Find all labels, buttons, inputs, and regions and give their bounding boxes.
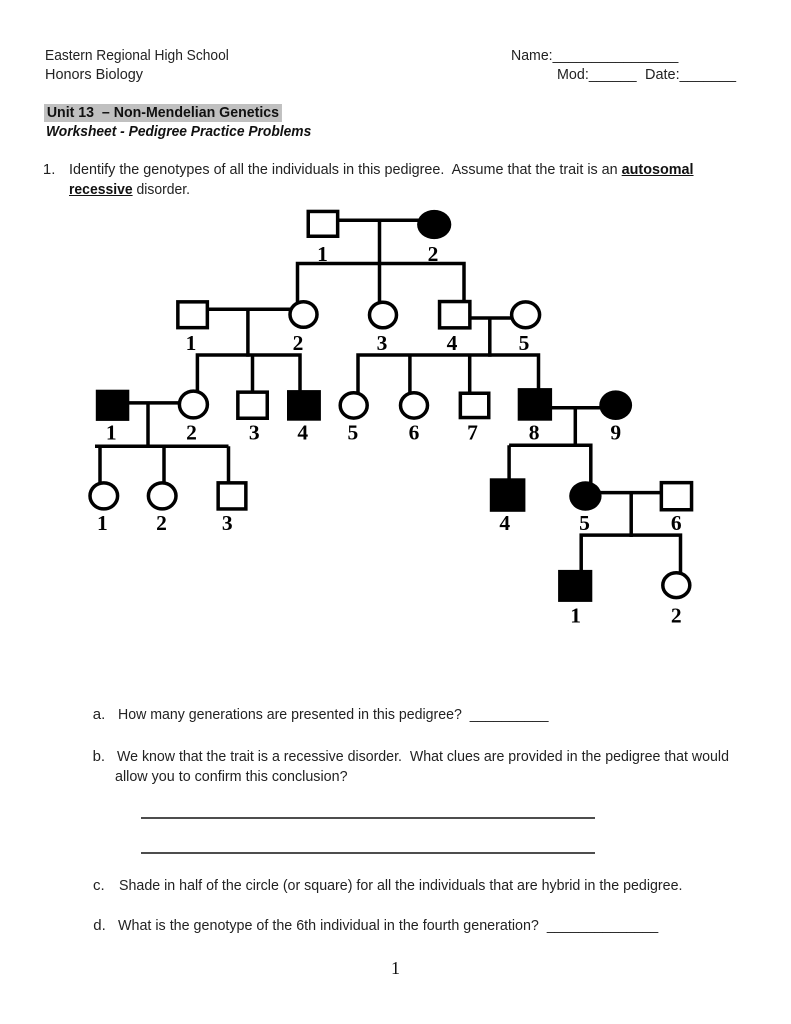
svg-text:1: 1 <box>186 331 197 355</box>
svg-text:7: 7 <box>467 421 478 445</box>
svg-text:2: 2 <box>156 511 167 535</box>
svg-text:4: 4 <box>499 511 510 535</box>
svg-text:2: 2 <box>428 242 439 266</box>
svg-text:5: 5 <box>579 511 590 535</box>
svg-text:6: 6 <box>409 421 420 445</box>
svg-text:3: 3 <box>222 511 233 535</box>
svg-text:5: 5 <box>348 421 359 445</box>
svg-text:1: 1 <box>317 242 328 266</box>
svg-text:2: 2 <box>186 421 197 445</box>
svg-text:1: 1 <box>106 421 117 445</box>
svg-text:2: 2 <box>293 331 304 355</box>
svg-text:1: 1 <box>570 603 581 627</box>
svg-text:4: 4 <box>297 421 308 445</box>
svg-text:8: 8 <box>529 421 540 445</box>
svg-text:6: 6 <box>671 511 682 535</box>
svg-text:2: 2 <box>671 603 682 627</box>
svg-text:1: 1 <box>97 511 108 535</box>
svg-text:5: 5 <box>519 331 530 355</box>
svg-text:3: 3 <box>377 331 388 355</box>
svg-text:9: 9 <box>610 421 621 445</box>
svg-text:3: 3 <box>249 421 260 445</box>
svg-text:4: 4 <box>447 331 458 355</box>
